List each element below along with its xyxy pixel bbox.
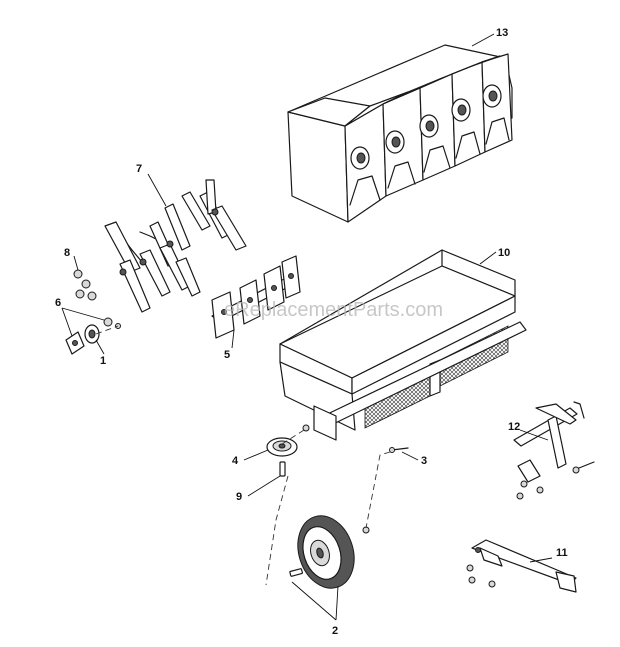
- assembly-lines: [95, 325, 391, 586]
- label-part-6: 6: [55, 297, 61, 309]
- part-5-tine-shaft[interactable]: [211, 255, 301, 339]
- label-part-8: 8: [64, 247, 70, 259]
- part-13-weight-boxes[interactable]: [287, 44, 513, 223]
- part-labels: 7 8 6 1 5 10 13 4 9 3 2 12 11: [55, 27, 568, 637]
- part-8-nuts[interactable]: [73, 269, 97, 301]
- part-12-bracket[interactable]: [513, 401, 595, 500]
- label-part-5: 5: [224, 349, 230, 361]
- label-part-3: 3: [421, 455, 427, 467]
- label-part-10: 10: [498, 247, 510, 259]
- part-4-hub[interactable]: [266, 424, 310, 457]
- label-part-1: 1: [100, 355, 106, 367]
- label-part-4: 4: [232, 455, 239, 467]
- part-2-wheel[interactable]: [289, 508, 370, 595]
- part-3-pin[interactable]: [389, 447, 409, 453]
- part-11-tow-bar[interactable]: [466, 539, 577, 593]
- part-6-bushings[interactable]: [65, 317, 113, 355]
- watermark-text: eReplacementParts.com: [224, 299, 443, 321]
- leader-lines: [61, 33, 553, 621]
- part-9-pin[interactable]: [279, 461, 286, 477]
- label-part-9: 9: [236, 491, 242, 503]
- label-part-2: 2: [332, 625, 338, 637]
- part-1-bearing[interactable]: [84, 323, 121, 344]
- label-part-12: 12: [508, 421, 520, 433]
- part-10-hopper[interactable]: [279, 249, 527, 441]
- part-7-tines[interactable]: [104, 179, 247, 313]
- label-part-11: 11: [556, 547, 568, 559]
- label-part-7: 7: [136, 163, 142, 175]
- label-part-13: 13: [496, 27, 508, 39]
